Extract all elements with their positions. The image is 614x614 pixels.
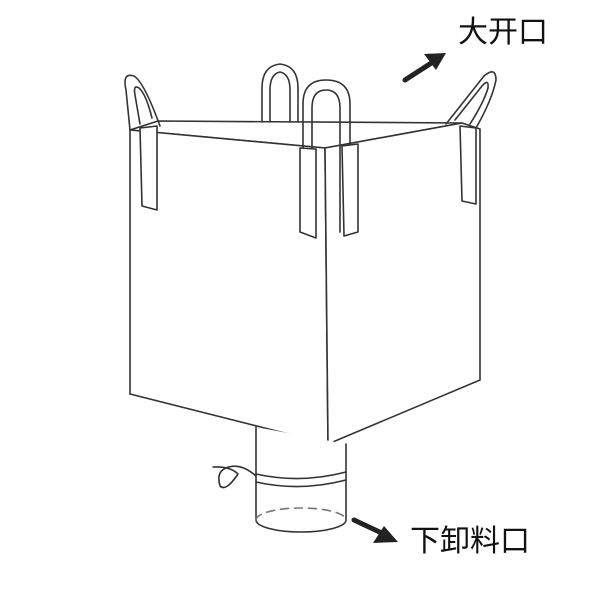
loop-front-center bbox=[299, 79, 359, 239]
loop-back-center bbox=[261, 63, 299, 123]
tie-string bbox=[212, 465, 257, 489]
loop-back-left bbox=[124, 74, 161, 211]
bag-body bbox=[129, 120, 481, 445]
loop-back-right bbox=[445, 71, 497, 205]
arrow-bottom-discharge bbox=[351, 517, 398, 543]
discharge-spout bbox=[212, 426, 347, 533]
top-opening-label: 大开口 bbox=[458, 15, 548, 50]
arrow-top-opening bbox=[402, 53, 446, 83]
bottom-discharge-label: 下卸料口 bbox=[410, 524, 530, 559]
